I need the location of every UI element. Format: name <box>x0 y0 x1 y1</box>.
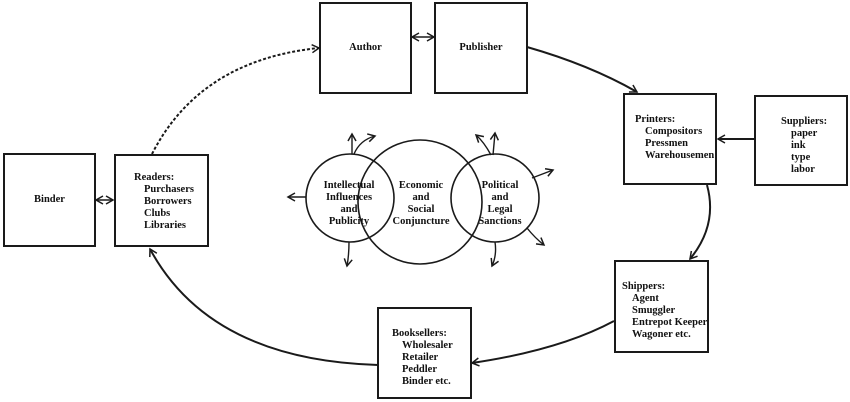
label-line: and <box>491 192 509 203</box>
node-printers-title: Printers: <box>635 114 676 125</box>
arrow-political-right <box>531 168 555 179</box>
node-booksellers-item: Binder etc. <box>402 376 451 387</box>
label-economic-social: Economic and Social Conjuncture <box>385 180 457 228</box>
node-binder: Binder <box>3 153 96 247</box>
label-political-legal: Political and Legal Sanctions <box>470 180 530 228</box>
node-printers-item: Pressmen <box>645 138 688 149</box>
node-booksellers: Booksellers: Wholesaler Retailer Peddler… <box>377 307 472 399</box>
arrow-intellectual-upright <box>353 133 377 155</box>
node-shippers-item: Wagoner etc. <box>632 329 691 340</box>
node-suppliers-item: ink <box>791 140 806 151</box>
node-suppliers: Suppliers: paper ink type labor <box>754 95 848 186</box>
label-line: Economic <box>398 180 444 191</box>
node-readers-title: Readers: <box>134 172 175 183</box>
edge-booksellers-readers <box>149 247 379 366</box>
node-shippers-title: Shippers: <box>622 281 666 292</box>
node-readers-item: Purchasers <box>144 184 194 195</box>
arrow-political-up <box>489 131 500 156</box>
node-printers: Printers: Compositors Pressmen Warehouse… <box>623 93 717 185</box>
label-line: and <box>340 204 358 215</box>
label-line: Intellectual <box>323 180 375 191</box>
node-shippers-item: Agent <box>632 293 659 304</box>
node-booksellers-item: Wholesaler <box>402 340 453 351</box>
node-readers-item: Libraries <box>144 220 186 231</box>
edge-printers-shippers <box>689 184 712 261</box>
circle-economic-social <box>357 139 483 265</box>
node-author: Author <box>319 2 412 94</box>
label-line: Conjuncture <box>392 216 450 227</box>
label-intellectual-influences: Intellectual Influences and Publicity <box>308 180 390 228</box>
edge-readers-author <box>151 44 321 155</box>
label-line: and <box>412 192 430 203</box>
node-shippers: Shippers: Agent Smuggler Entrepot Keeper… <box>614 260 709 353</box>
label-line: Sanctions <box>478 216 522 227</box>
label-line: Social <box>407 204 435 215</box>
node-shippers-item: Smuggler <box>632 305 676 316</box>
node-suppliers-item: labor <box>791 164 815 175</box>
arrow-political-downright <box>526 227 546 246</box>
node-booksellers-item: Retailer <box>402 352 439 363</box>
node-shippers-item: Entrepot Keeper <box>632 317 708 328</box>
arrow-political-upleft <box>474 134 492 156</box>
arrow-intellectual-down <box>343 241 353 268</box>
node-readers: Readers: Purchasers Borrowers Clubs Libr… <box>114 154 209 247</box>
circle-intellectual <box>305 153 395 243</box>
node-suppliers-item: paper <box>791 128 818 139</box>
label-line: Influences <box>325 192 373 203</box>
label-line: Political <box>481 180 519 191</box>
edge-publisher-printers <box>526 46 639 93</box>
node-printers-item: Compositors <box>645 126 703 137</box>
label-line: Legal <box>487 204 513 215</box>
node-suppliers-item: type <box>791 152 811 163</box>
node-publisher-label: Publisher <box>459 42 503 53</box>
node-readers-item: Borrowers <box>144 196 192 207</box>
node-readers-item: Clubs <box>144 208 171 219</box>
arrow-political-down <box>490 241 499 268</box>
node-booksellers-item: Peddler <box>402 364 437 375</box>
node-binder-label: Binder <box>34 194 65 205</box>
node-printers-item: Warehousemen <box>645 150 715 161</box>
node-suppliers-title: Suppliers: <box>781 116 828 127</box>
node-author-label: Author <box>349 42 382 53</box>
node-publisher: Publisher <box>434 2 528 94</box>
node-booksellers-title: Booksellers: <box>392 328 447 339</box>
edge-shippers-booksellers <box>470 320 615 367</box>
label-line: Publicity <box>328 216 370 227</box>
